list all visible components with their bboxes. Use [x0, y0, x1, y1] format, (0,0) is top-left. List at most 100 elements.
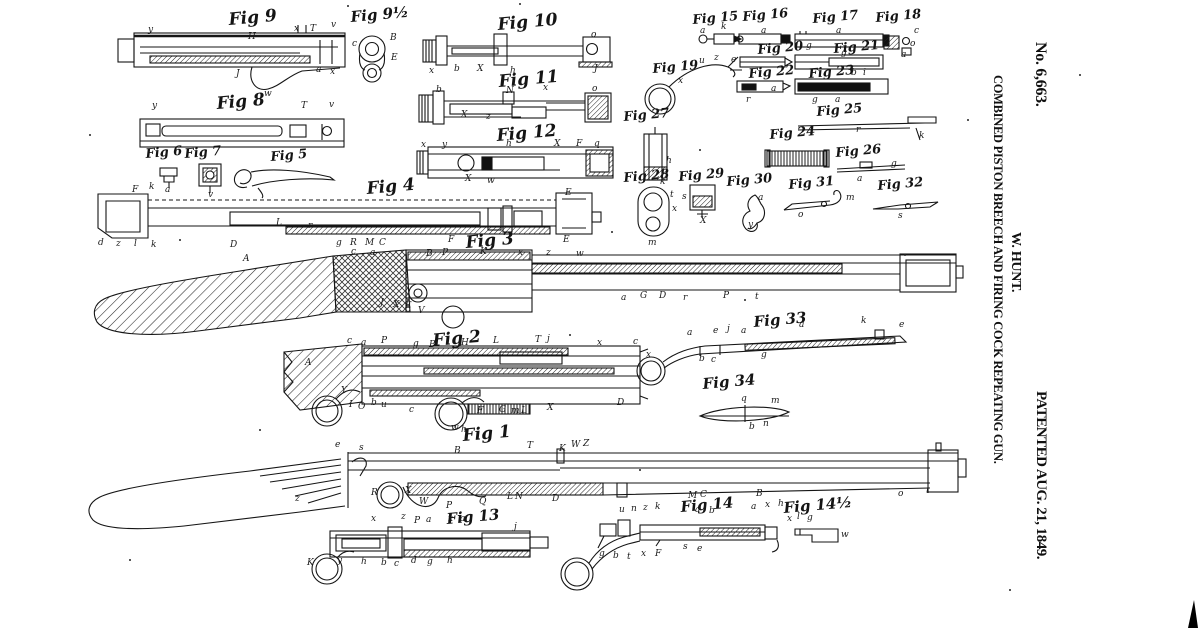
part-letter: X	[554, 139, 561, 149]
part-letter: u	[699, 56, 705, 66]
part-letter: j	[727, 324, 730, 334]
part-letter: j	[514, 522, 517, 532]
fig-5-label: Fig 5	[269, 146, 308, 165]
part-letter: L	[493, 336, 499, 346]
part-letter: s	[359, 443, 364, 453]
fig-16-drawing	[736, 33, 791, 45]
part-letter: r	[856, 125, 861, 135]
part-letter: G	[499, 405, 507, 415]
part-letter: o	[898, 489, 904, 499]
part-letter: r	[746, 95, 751, 105]
part-letter: e	[899, 320, 905, 330]
part-letter: V	[418, 306, 425, 316]
part-letter: L	[276, 218, 282, 228]
part-letter: b	[749, 422, 755, 432]
part-letter: w	[841, 530, 849, 540]
fig-34-drawing	[698, 405, 791, 422]
fig-29-label: Fig 29	[677, 166, 725, 185]
fig-11-drawing	[418, 90, 612, 125]
inventor-name: W. HUNT.	[1008, 232, 1023, 293]
part-letter: a	[165, 185, 171, 195]
part-letter: K	[480, 247, 487, 257]
part-letter: D	[230, 240, 238, 250]
part-letter: x	[294, 24, 300, 34]
part-letter: k	[655, 502, 661, 512]
part-letter: o	[592, 84, 598, 94]
part-letter: a	[700, 26, 706, 36]
part-letter: m	[648, 238, 657, 248]
part-letter: D	[552, 494, 560, 504]
fig-19-drawing	[644, 56, 742, 115]
part-letter: T	[527, 441, 534, 451]
part-letter: a	[771, 84, 777, 94]
fig-1-drawing	[88, 442, 967, 530]
part-letter: v	[331, 20, 337, 30]
part-letter: K	[559, 444, 566, 454]
part-letter: T	[535, 335, 542, 345]
part-letter: X	[405, 486, 412, 496]
part-letter: a	[741, 326, 747, 336]
part-letter: b	[709, 506, 715, 516]
part-letter: x	[421, 140, 427, 150]
fig-22-drawing	[736, 80, 792, 93]
fig-18-label: Fig 18	[874, 7, 922, 26]
part-letter: c	[352, 39, 358, 49]
fig-9-label: Fig 9	[227, 5, 278, 30]
part-letter: y	[152, 101, 158, 111]
fig-29-drawing	[689, 184, 716, 218]
part-letter: g	[891, 159, 897, 169]
part-letter: Z	[583, 439, 590, 449]
part-letter: s	[682, 192, 687, 202]
fig-14-drawing	[560, 519, 779, 591]
part-letter: h	[461, 425, 467, 435]
part-letter: u	[381, 400, 387, 410]
part-letter: X	[393, 300, 400, 310]
part-letter: X	[461, 110, 468, 120]
fig-2-label: Fig 2	[431, 326, 482, 351]
part-letter: y	[148, 25, 154, 35]
part-letter: x	[678, 76, 684, 86]
part-letter: x	[543, 83, 549, 93]
patent-number: No. 6,663.	[1032, 42, 1049, 107]
fig-5-drawing	[233, 169, 336, 199]
part-letter: C	[700, 490, 707, 500]
part-letter: r	[683, 293, 688, 303]
part-letter: m	[846, 193, 855, 203]
part-letter: T	[310, 24, 317, 34]
part-letter: g	[807, 513, 813, 523]
part-letter: C	[379, 238, 386, 248]
fig-7-label: Fig 7	[183, 143, 222, 162]
part-letter: h	[778, 499, 784, 509]
fig-15-label: Fig 15	[691, 9, 739, 28]
fig-14half-drawing	[794, 528, 839, 543]
part-letter: q	[741, 394, 747, 404]
part-letter: F	[576, 139, 583, 149]
part-letter: X	[547, 403, 554, 413]
part-letter: G	[640, 291, 648, 301]
part-letter: g	[806, 41, 812, 51]
part-letter: o	[910, 39, 916, 49]
part-letter: R	[371, 488, 378, 498]
part-letter: h	[506, 139, 512, 149]
part-letter: Y	[341, 386, 347, 396]
fig-9half-drawing	[358, 35, 386, 83]
part-letter: B	[429, 340, 436, 350]
part-letter: x	[672, 204, 678, 214]
part-letter: k	[861, 316, 867, 326]
part-letter: c	[347, 336, 353, 346]
part-letter: s	[683, 542, 688, 552]
fig-33-drawing	[636, 329, 908, 386]
part-letter: a	[901, 50, 907, 60]
fig-31-label: Fig 31	[787, 174, 835, 193]
part-letter: a	[361, 338, 367, 348]
part-letter: M	[688, 491, 698, 501]
part-letter: k	[151, 240, 157, 250]
part-letter: P	[723, 291, 730, 301]
part-letter: E	[405, 301, 412, 311]
part-letter: i	[863, 68, 866, 78]
part-letter: b	[613, 551, 619, 561]
fig-20-label: Fig 20	[756, 39, 804, 58]
part-letter: b	[371, 398, 377, 408]
part-letter: x	[787, 514, 793, 524]
